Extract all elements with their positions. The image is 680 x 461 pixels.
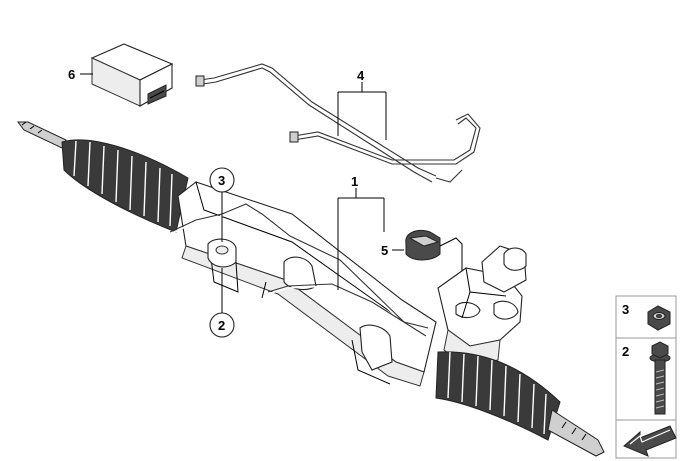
leader-1 — [337, 188, 385, 290]
hardware-label-2: 2 — [622, 344, 629, 359]
callout-5: 5 — [381, 243, 388, 258]
leader-4 — [337, 82, 387, 140]
callout-1: 1 — [351, 174, 358, 189]
steering-rack-icon — [17, 121, 605, 457]
hardware-panel: 3 2 — [615, 295, 677, 459]
callout-2: 2 — [218, 318, 225, 333]
control-unit-icon — [90, 43, 174, 107]
hex-nut-icon — [647, 305, 671, 331]
leader-5-ext — [439, 237, 463, 292]
pressure-pipes-icon — [195, 63, 481, 183]
sensor-icon — [405, 230, 441, 261]
flange-bolt-icon — [649, 341, 671, 415]
direction-arrow-icon — [623, 425, 677, 457]
callout-4: 4 — [357, 68, 365, 83]
callout-6: 6 — [68, 67, 75, 82]
callout-3: 3 — [218, 173, 225, 188]
hardware-label-3: 3 — [622, 302, 629, 317]
